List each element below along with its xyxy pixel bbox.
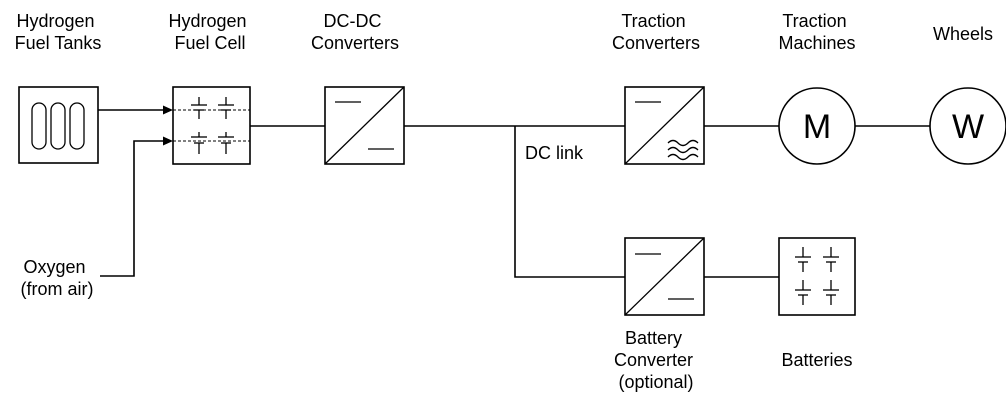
arrowhead-oxygen — [163, 136, 173, 146]
label-batteries: Batteries — [781, 350, 852, 370]
wheel-block: W — [929, 87, 1006, 165]
battery-converter-block — [624, 237, 705, 316]
wire-dc-link-to-battery-converter — [514, 126, 625, 278]
tank-cylinder-icon — [50, 102, 66, 150]
label-hydrogen-fuel-tanks: Hydrogen Fuel Tanks — [15, 11, 102, 53]
ac-symbol-icon — [667, 139, 699, 161]
traction-machine-block: M — [778, 87, 856, 165]
hydrogen-fuel-tanks-block — [18, 86, 99, 164]
dc-dc-converter-block — [324, 86, 405, 165]
label-hydrogen-fuel-cell: Hydrogen Fuel Cell — [168, 11, 251, 53]
label-battery-converter: Battery Converter (optional) — [614, 328, 698, 392]
traction-converter-block — [624, 86, 705, 165]
tank-cylinder-icon — [31, 102, 47, 150]
motor-symbol: M — [803, 108, 831, 146]
connection-lines — [98, 105, 930, 278]
wire-oxygen-to-fuelcell — [100, 140, 164, 277]
battery-cell-icon — [795, 247, 839, 305]
wheel-symbol: W — [952, 108, 984, 146]
motor-icon — [778, 87, 856, 165]
label-traction-machines: Traction Machines — [778, 11, 855, 53]
label-dc-dc-converters: DC-DC Converters — [311, 11, 399, 53]
label-traction-converters: Traction Converters — [612, 11, 700, 53]
batteries-block — [778, 237, 856, 316]
label-dc-link: DC link — [525, 143, 584, 163]
fuel-cell-stack-icon — [191, 97, 234, 154]
tank-cylinder-icon — [69, 102, 85, 150]
hydrogen-fuel-cell-block — [172, 86, 251, 165]
wheel-icon — [929, 87, 1006, 165]
arrowhead-hydrogen — [163, 105, 173, 115]
label-oxygen: Oxygen (from air) — [21, 257, 94, 299]
label-wheels: Wheels — [933, 24, 993, 44]
